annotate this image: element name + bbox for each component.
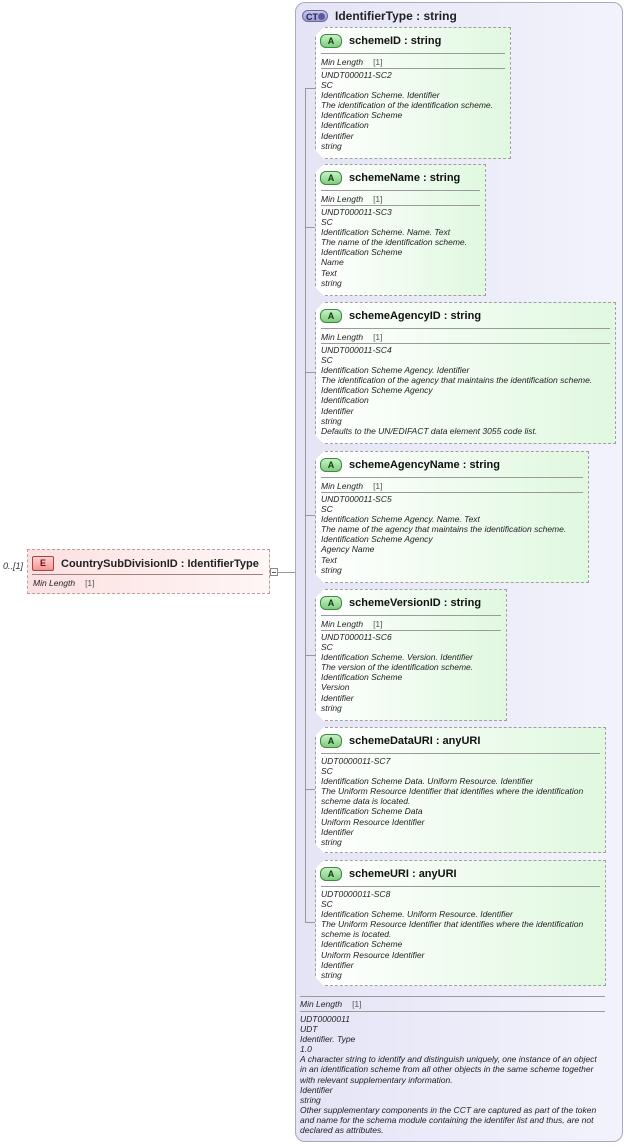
element-facet-value: [1] bbox=[85, 578, 95, 588]
attribute-box-schemeName[interactable]: A schemeName : string Min Length[1] UNDT… bbox=[315, 164, 486, 296]
attribute-branch-line bbox=[305, 88, 315, 89]
attribute-tree-line bbox=[305, 88, 306, 923]
attribute-separator bbox=[321, 53, 505, 54]
attribute-separator bbox=[321, 205, 480, 206]
complex-type-documentation: UDT0000011 UDT Identifier. Type 1.0 A ch… bbox=[300, 1014, 597, 1136]
attribute-box-schemeAgencyName[interactable]: A schemeAgencyName : string Min Length[1… bbox=[315, 451, 589, 583]
attribute-name: schemeID : string bbox=[349, 35, 442, 47]
attribute-separator bbox=[321, 343, 610, 344]
attribute-name: schemeDataURI : anyURI bbox=[349, 735, 481, 747]
attribute-separator bbox=[321, 190, 480, 191]
element-cardinality: 0..[1] bbox=[3, 561, 24, 571]
attribute-name: schemeVersionID : string bbox=[349, 597, 482, 609]
element-name: CountrySubDivisionID : IdentifierType bbox=[61, 557, 259, 570]
attribute-badge-icon: A bbox=[320, 734, 342, 748]
attribute-facet: Min Length[1] bbox=[321, 194, 383, 204]
attribute-separator bbox=[321, 615, 501, 616]
attribute-badge-icon: A bbox=[320, 458, 342, 472]
element-facet: Min Length [1] bbox=[33, 578, 95, 588]
attribute-name: schemeAgencyName : string bbox=[349, 459, 500, 471]
attribute-branch-line bbox=[305, 789, 315, 790]
attribute-separator bbox=[321, 492, 583, 493]
attribute-branch-line bbox=[305, 227, 315, 228]
attribute-separator bbox=[321, 886, 600, 887]
attribute-badge-icon: A bbox=[320, 867, 342, 881]
attribute-badge-icon: A bbox=[320, 171, 342, 185]
attribute-separator bbox=[321, 328, 610, 329]
complex-type-facet: Min Length[1] bbox=[300, 999, 362, 1009]
attribute-name: schemeName : string bbox=[349, 172, 461, 184]
complex-type-separator bbox=[300, 996, 605, 997]
attribute-box-schemeAgencyID[interactable]: A schemeAgencyID : string Min Length[1] … bbox=[315, 302, 616, 444]
attribute-branch-line bbox=[305, 922, 315, 923]
attribute-box-schemeVersionID[interactable]: A schemeVersionID : string Min Length[1]… bbox=[315, 589, 507, 721]
connector-line bbox=[278, 572, 295, 573]
element-box[interactable]: E CountrySubDivisionID : IdentifierType … bbox=[27, 549, 270, 594]
attribute-separator bbox=[321, 630, 501, 631]
attribute-facet: Min Length[1] bbox=[321, 481, 383, 491]
attribute-branch-line bbox=[305, 515, 315, 516]
attribute-badge-icon: A bbox=[320, 309, 342, 323]
complex-type-separator bbox=[300, 1011, 605, 1012]
attribute-box-schemeID[interactable]: A schemeID : string Min Length[1] UNDT00… bbox=[315, 27, 511, 159]
attribute-facet: Min Length[1] bbox=[321, 619, 383, 629]
attribute-badge-icon: A bbox=[320, 34, 342, 48]
element-separator bbox=[32, 574, 263, 575]
attribute-badge-icon: A bbox=[320, 596, 342, 610]
attribute-name: schemeAgencyID : string bbox=[349, 310, 482, 322]
attribute-name: schemeURI : anyURI bbox=[349, 868, 457, 880]
attribute-branch-line bbox=[305, 372, 315, 373]
attribute-branch-line bbox=[305, 655, 315, 656]
attribute-separator bbox=[321, 477, 583, 478]
complex-type-badge-icon: CT bbox=[302, 10, 328, 22]
attribute-separator bbox=[321, 68, 505, 69]
expand-toggle-icon[interactable] bbox=[270, 568, 278, 576]
attribute-facet: Min Length[1] bbox=[321, 332, 383, 342]
attribute-facet: Min Length[1] bbox=[321, 57, 383, 67]
element-badge-icon: E bbox=[32, 556, 54, 571]
element-facet-label: Min Length bbox=[33, 578, 76, 588]
complex-type-title: IdentifierType : string bbox=[335, 9, 457, 23]
attribute-separator bbox=[321, 753, 600, 754]
